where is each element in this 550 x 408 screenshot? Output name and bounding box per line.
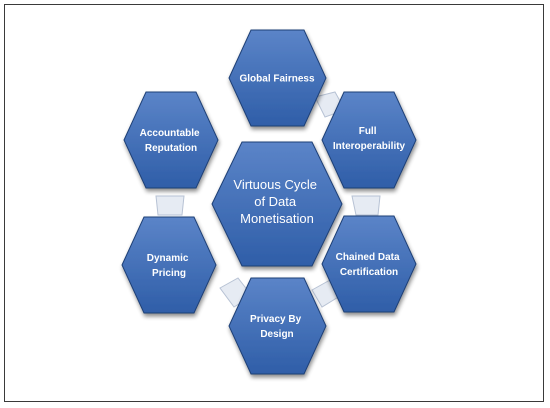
hex-chained-data-certification: [321, 215, 417, 313]
label-center: Virtuous Cycle of Data Monetisation: [233, 177, 320, 226]
hex-center: [211, 141, 343, 267]
hex-dynamic-pricing: [121, 216, 217, 314]
node-privacy-by-design: Privacy By Design: [228, 277, 327, 375]
label-global-fairness: Global Fairness: [239, 74, 314, 85]
node-chained-data-certification: Chained Data Certification: [321, 215, 417, 313]
hexagons: Global Fairness Full Interoperability Ch…: [121, 29, 417, 375]
connector-interop-chained: [351, 195, 381, 216]
node-accountable-reputation: Accountable Reputation: [123, 91, 219, 189]
node-dynamic-pricing: Dynamic Pricing: [121, 216, 217, 314]
hex-global-fairness: [228, 29, 327, 127]
hex-full-interoperability: [321, 91, 417, 189]
label-full-interoperability: Full Interoperability: [333, 126, 406, 152]
hex-accountable-reputation: [123, 91, 219, 189]
node-full-interoperability: Full Interoperability: [321, 91, 417, 189]
node-global-fairness: Global Fairness: [228, 29, 327, 127]
label-privacy-by-design: Privacy By Design: [250, 314, 304, 340]
label-dynamic-pricing: Dynamic Pricing: [147, 253, 191, 279]
label-chained-data-certification: Chained Data Certification: [336, 252, 403, 278]
label-accountable-reputation: Accountable Reputation: [140, 128, 203, 154]
node-center: Virtuous Cycle of Data Monetisation: [211, 141, 343, 267]
connector-dynamic-reputation: [155, 195, 185, 216]
hex-privacy-by-design: [228, 277, 327, 375]
